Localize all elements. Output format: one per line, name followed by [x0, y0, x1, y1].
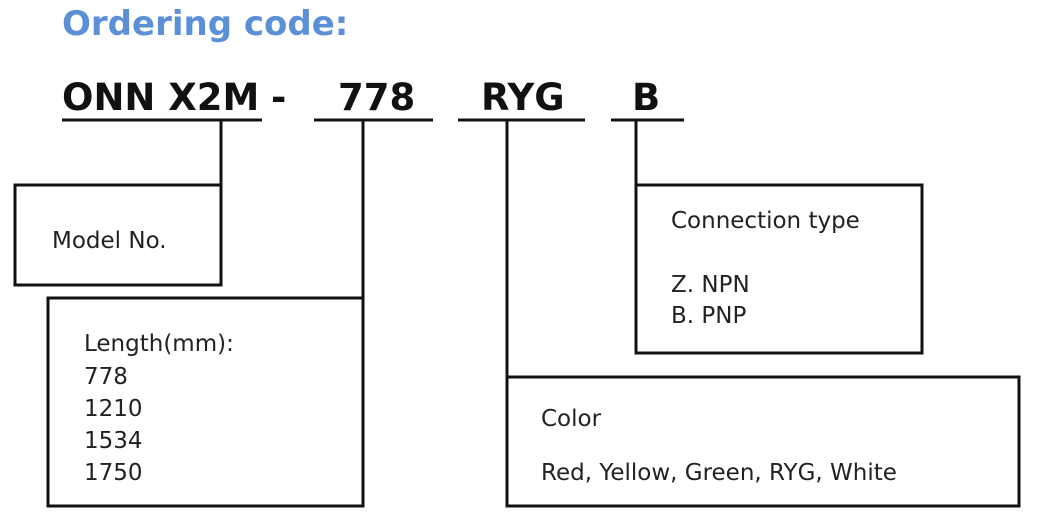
connection-option: Z. NPN: [671, 272, 750, 298]
length-option: 1534: [84, 428, 143, 454]
length-option: 1210: [84, 396, 143, 422]
code-separator: -: [271, 76, 287, 119]
box-connection: [634, 183, 924, 355]
box-length: [46, 296, 365, 508]
length-label: Length(mm):: [84, 331, 234, 357]
length-option: 1750: [84, 460, 143, 486]
color-options: Red, Yellow, Green, RYG, White: [541, 460, 897, 486]
color-label: Color: [541, 406, 602, 432]
code-model: ONN X2M: [62, 76, 260, 119]
code-connection: B: [632, 76, 661, 119]
code-length: 778: [338, 76, 416, 119]
connection-option: B. PNP: [671, 303, 747, 329]
diagram-title: Ordering code:: [62, 4, 349, 44]
length-option: 778: [84, 364, 128, 390]
code-color: RYG: [481, 76, 565, 119]
model-label: Model No.: [52, 228, 167, 254]
box-model: [13, 183, 223, 287]
box-color: [505, 375, 1021, 508]
connection-label: Connection type: [671, 208, 860, 234]
